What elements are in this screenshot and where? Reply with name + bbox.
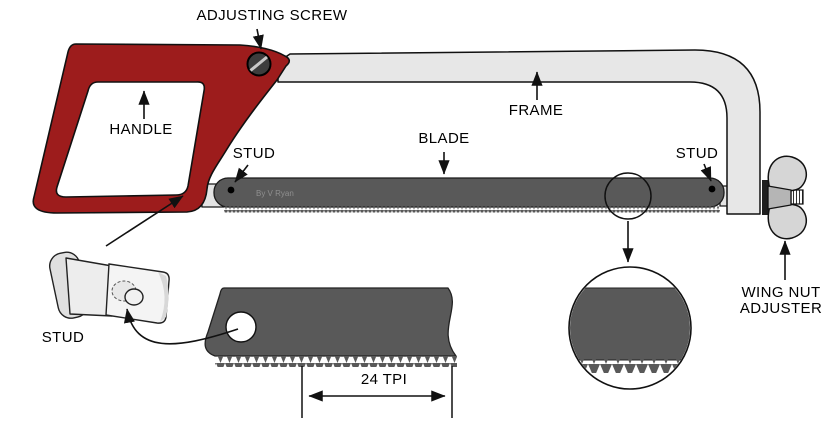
label-wing-nut-line2: ADJUSTER: [739, 300, 823, 317]
label-adjusting-screw: ADJUSTING SCREW: [196, 7, 348, 24]
blade-segment-hole: [225, 311, 257, 343]
label-stud-left: STUD: [232, 145, 276, 162]
arrow-stud-right: [700, 163, 712, 182]
label-24tpi: 24 TPI: [360, 371, 408, 388]
label-stud-right: STUD: [675, 145, 719, 162]
label-blade: BLADE: [418, 130, 470, 147]
hacksaw-handle: [32, 43, 291, 214]
magnified-blade-view: [570, 287, 690, 373]
blade-segment-teeth: [215, 356, 457, 367]
label-wing-nut-adjuster: WING NUT ADJUSTER: [706, 285, 832, 317]
arrow-hole-to-pin: [123, 308, 239, 345]
stud-dot-right: [708, 185, 716, 193]
dimension-24tpi: [301, 366, 453, 418]
wing-lower: [767, 203, 808, 240]
label-stud-detail: STUD: [41, 329, 85, 346]
adjusting-screw: [246, 51, 272, 77]
stud-pin-front: [124, 288, 144, 306]
label-handle: HANDLE: [109, 121, 173, 138]
pointer-arrows: [105, 28, 791, 345]
stud-3d-detail: [48, 251, 170, 324]
label-wing-nut-line1: WING NUT: [741, 284, 821, 301]
wing-nut-adjuster: [762, 155, 808, 240]
hacksaw-blade: By V Ryan: [213, 177, 725, 213]
wing-nut-seat: [762, 180, 769, 215]
arrow-stud-to-handle: [105, 195, 184, 247]
stud-block-shading: [158, 272, 169, 322]
arrow-adjusting-screw: [252, 28, 264, 50]
blade-segment-detail: [204, 287, 457, 367]
credit-text: By V Ryan: [256, 189, 294, 198]
stud-dot-left: [227, 186, 235, 194]
label-frame: FRAME: [508, 102, 564, 119]
hacksaw-frame: [277, 49, 761, 215]
wing-nut-thread: [790, 189, 804, 205]
blade-segment-body: [204, 287, 457, 357]
stud-barrel: [65, 257, 113, 317]
arrow-stud-left: [234, 164, 249, 183]
blade-teeth: [224, 206, 720, 213]
magnifier-target-circle: [604, 172, 652, 220]
wing-nut-body: [767, 185, 792, 210]
wing-upper: [767, 155, 808, 192]
screw-slot: [249, 55, 268, 72]
